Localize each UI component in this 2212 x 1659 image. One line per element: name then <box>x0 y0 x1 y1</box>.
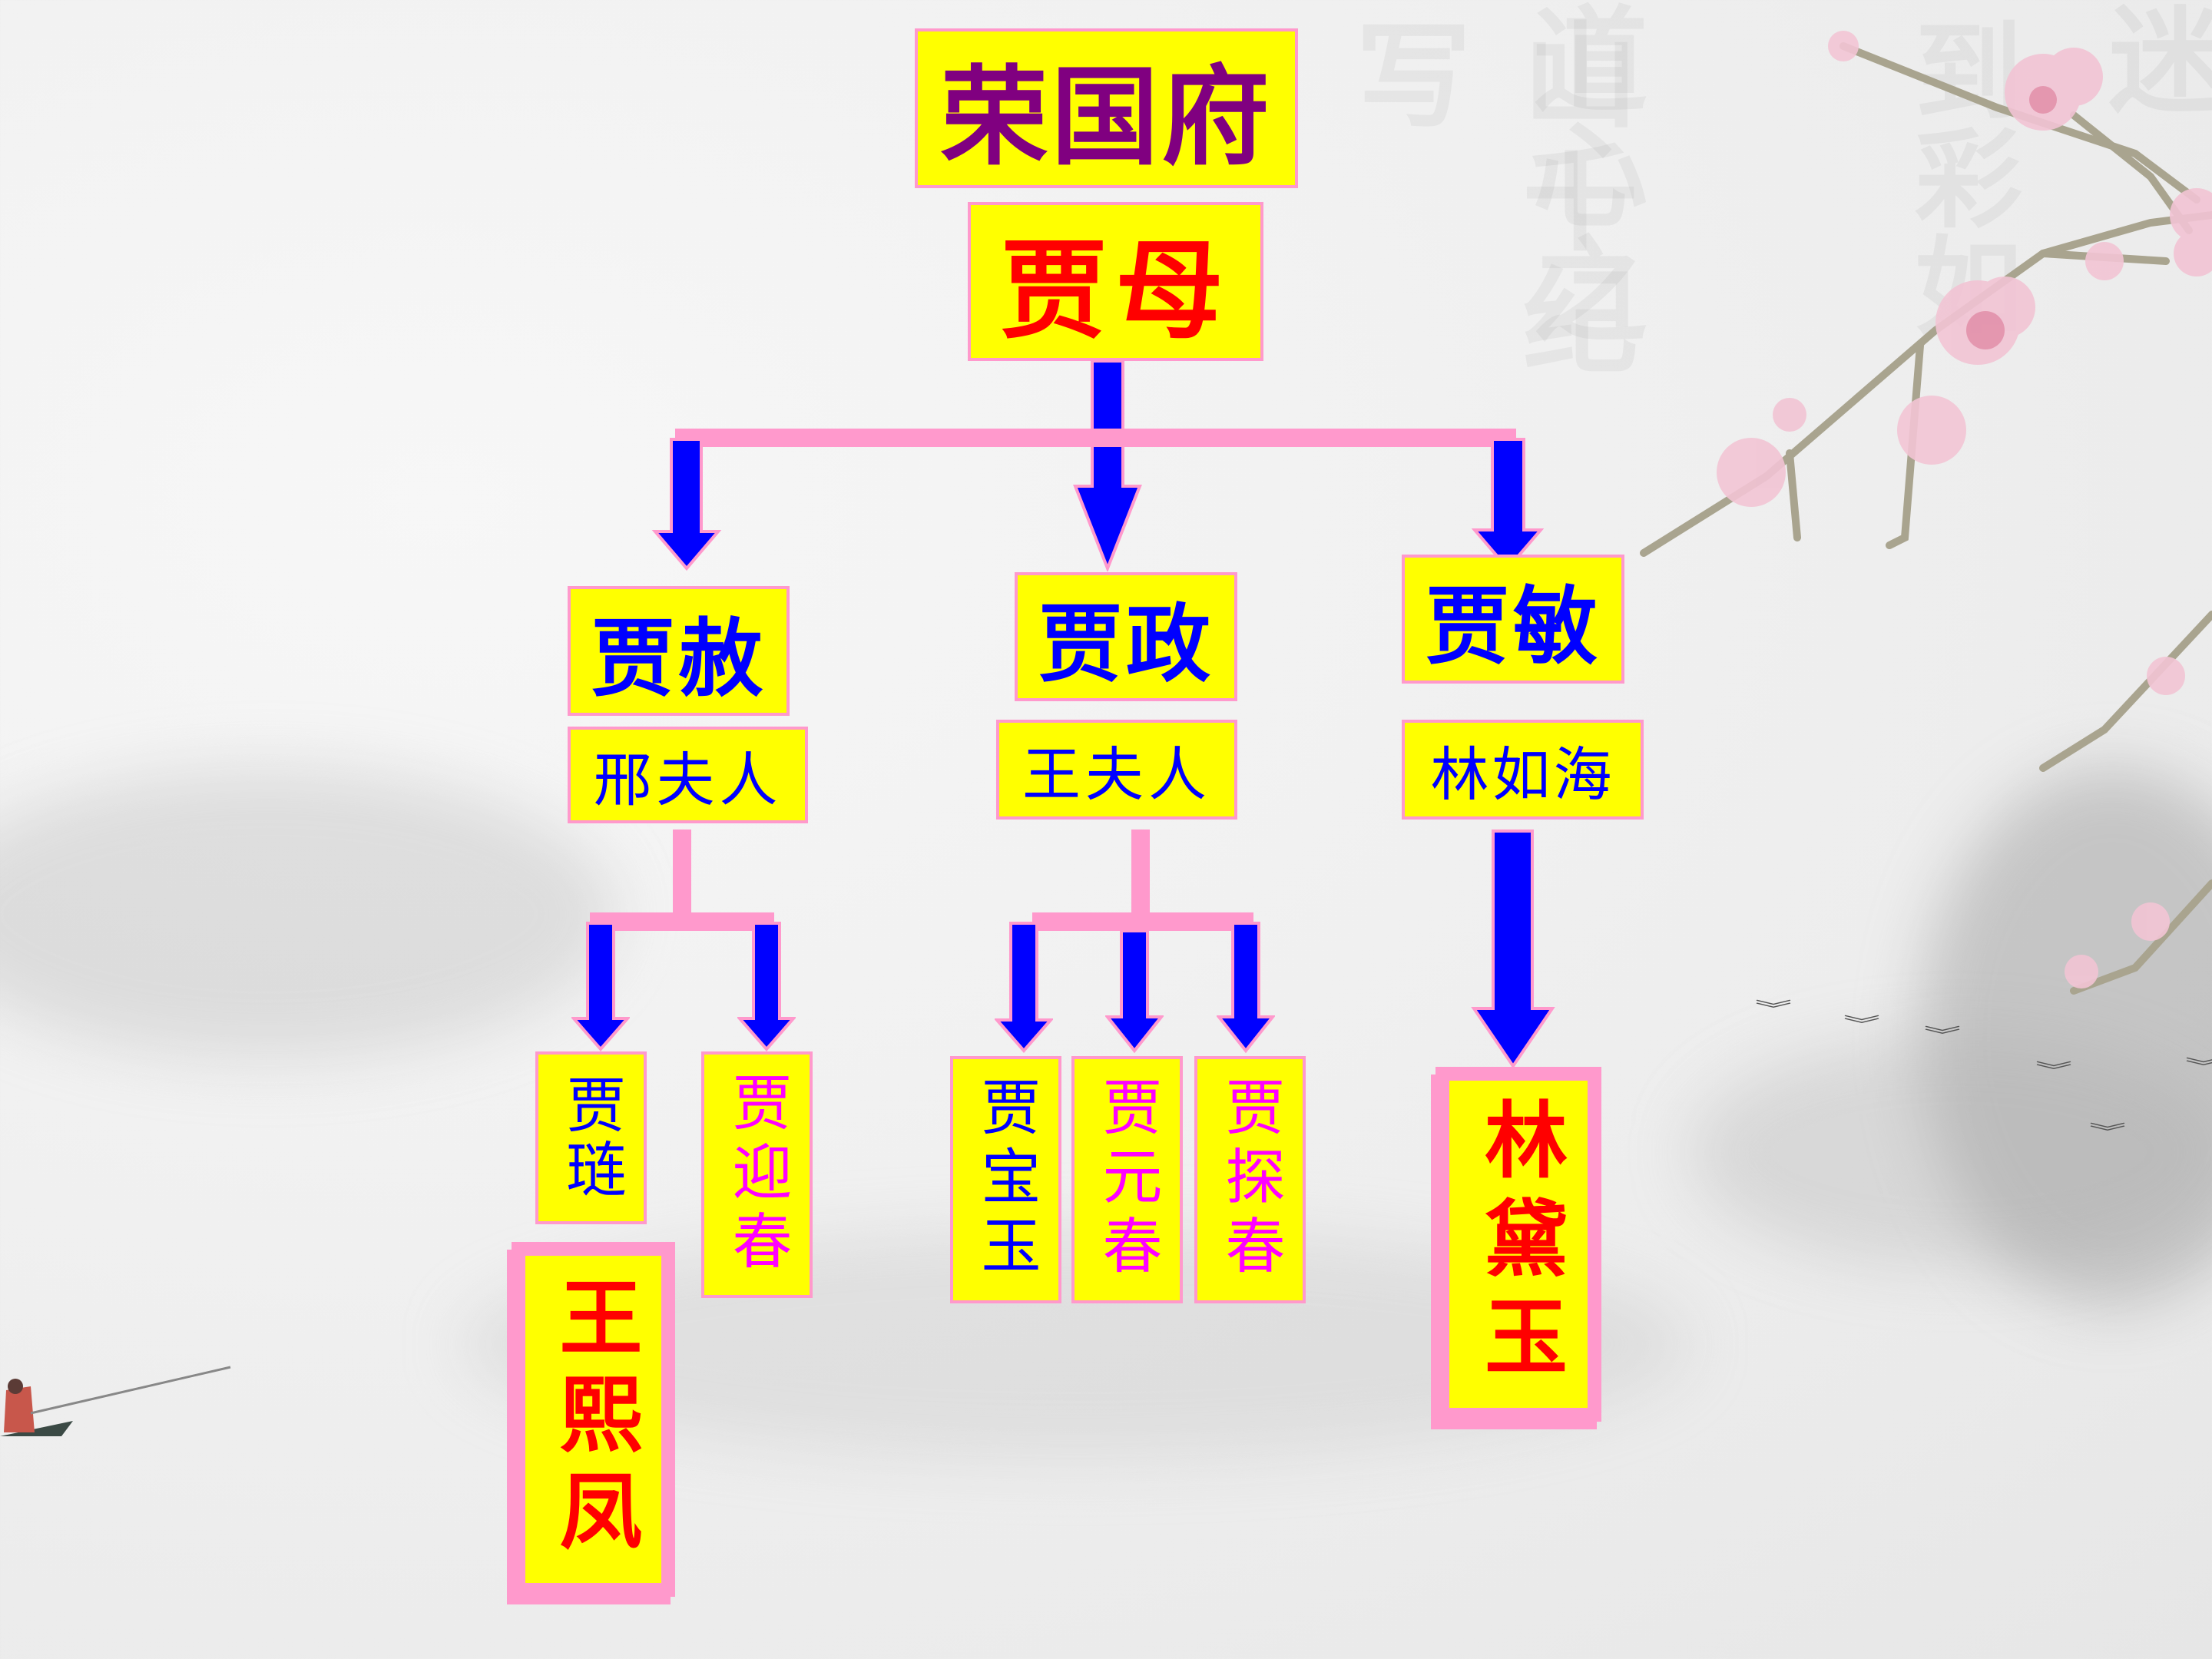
child-box-jiayuanchun: 贾元春 <box>1071 1056 1183 1303</box>
key-person-box-lindaiyu: 林黛玉 <box>1435 1067 1601 1422</box>
child-name: 贾宝玉 <box>971 1076 1041 1283</box>
mist-right-low <box>1690 1037 2212 1267</box>
arrow-down-icon <box>1105 929 1164 1054</box>
arrow-down-icon <box>1073 359 1142 571</box>
key-person-name: 王熙凤 <box>545 1274 642 1565</box>
person-name: 贾赦 <box>591 608 767 708</box>
person-name: 贾敏 <box>1426 577 1601 676</box>
arrow-down-icon <box>1217 922 1275 1054</box>
child-name: 贾元春 <box>1092 1076 1162 1283</box>
person-box-jiamin: 贾敏 <box>1402 555 1624 684</box>
bird-decoration: ︾ <box>2185 1058 2212 1076</box>
person-box-jiazheng: 贾政 <box>1015 572 1237 701</box>
spouse-name: 林如海 <box>1430 740 1615 809</box>
person-name: 贾政 <box>1038 594 1214 694</box>
bird-decoration: ︾ <box>2089 1121 2127 1143</box>
mist-left <box>0 768 614 1060</box>
child-box-jiayingchun: 贾迎春 <box>701 1051 813 1298</box>
spouse-name: 王夫人 <box>1022 740 1211 809</box>
arrow-down-icon <box>571 922 630 1052</box>
connector-bar <box>1032 912 1253 931</box>
root-person-box: 贾母 <box>968 202 1263 361</box>
person-box-jiashe: 贾赦 <box>568 586 790 716</box>
spouse-box-xing: 邢夫人 <box>568 727 808 823</box>
bird-decoration: ︾ <box>1755 998 1793 1020</box>
child-name: 贾探春 <box>1215 1076 1285 1283</box>
plum-blossom-branch-decoration <box>1640 31 2212 995</box>
bird-decoration: ︾ <box>1843 1014 1881 1035</box>
root-person-name: 贾母 <box>1000 228 1231 354</box>
child-name: 贾琏 <box>556 1073 626 1203</box>
mist-right-mountain <box>1920 768 2212 1306</box>
page-title: 荣国府 <box>940 55 1273 180</box>
spouse-box-wang: 王夫人 <box>996 720 1237 820</box>
connector-stem <box>1131 830 1150 920</box>
calligraphy-watermark: 迷 <box>2074 0 2212 307</box>
key-person-name: 林黛玉 <box>1471 1097 1567 1392</box>
connector-bar <box>590 912 774 931</box>
spouse-name: 邢夫人 <box>593 746 783 814</box>
main-connector-bar-overlay <box>1071 429 1144 447</box>
child-name: 贾迎春 <box>722 1071 792 1279</box>
arrow-down-icon <box>651 438 722 571</box>
child-box-jiabaoyu: 贾宝玉 <box>950 1056 1061 1303</box>
title-box: 荣国府 <box>915 28 1298 188</box>
key-person-box-wangxifeng: 王熙凤 <box>512 1242 675 1597</box>
child-box-jialian: 贾琏 <box>535 1051 647 1224</box>
spouse-box-lin: 林如海 <box>1402 720 1644 820</box>
child-box-jiatanchun: 贾探春 <box>1194 1056 1306 1303</box>
arrow-down-icon <box>995 922 1053 1054</box>
arrow-down-icon <box>737 922 796 1052</box>
fishing-boat-decoration <box>0 1366 231 1436</box>
calligraphy-watermark: 山千纪写 <box>1321 15 1654 476</box>
arrow-down-icon <box>1472 438 1544 571</box>
bird-decoration: ︾ <box>2035 1060 2073 1081</box>
connector-stem <box>673 830 691 920</box>
arrow-down-icon <box>1471 830 1555 1069</box>
calligraphy-watermark: 道心之 <box>1498 0 1664 461</box>
bird-decoration: ︾ <box>1924 1025 1962 1046</box>
